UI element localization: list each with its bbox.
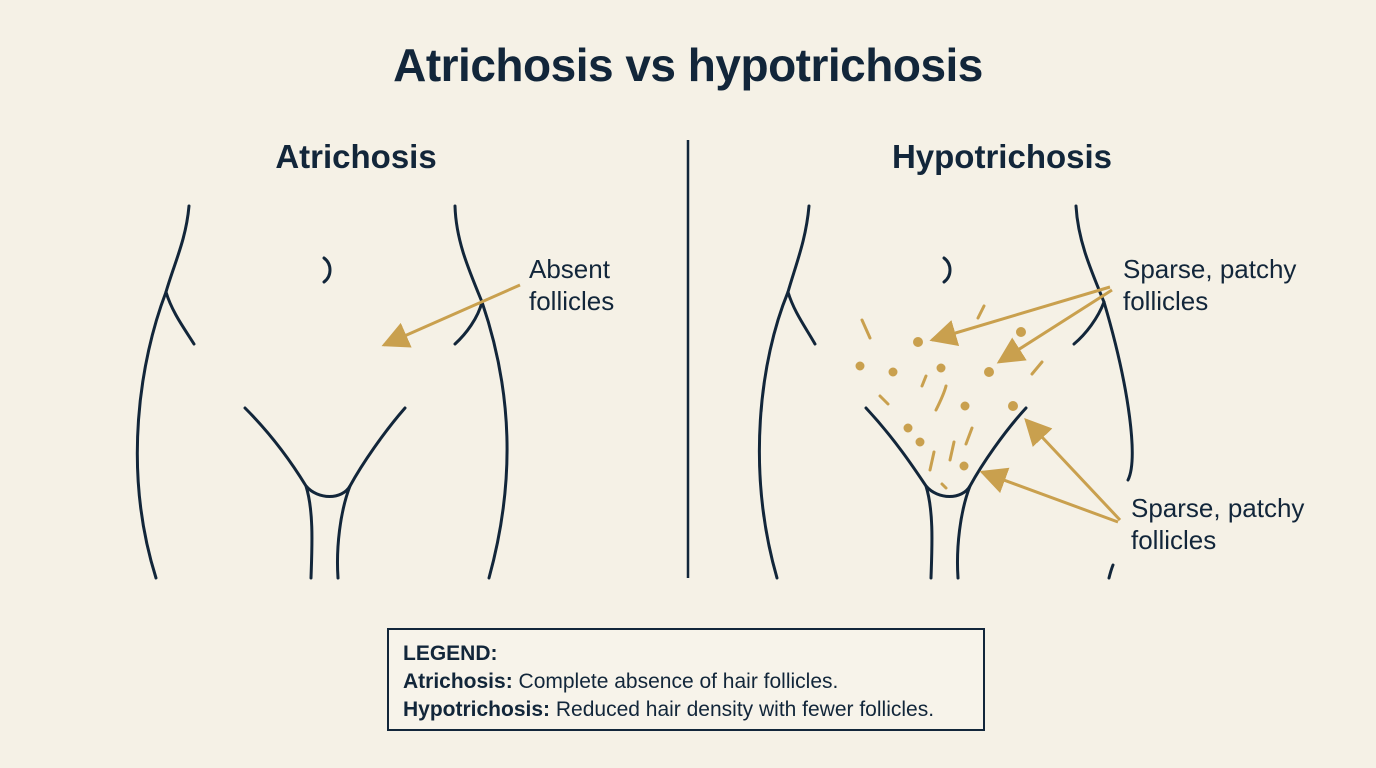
callout-line: follicles (1131, 525, 1217, 555)
right-inner-thigh-left (924, 484, 934, 580)
callout-sparse-patchy-bottom: Sparse, patchy follicles (1131, 492, 1361, 556)
follicle-dot (936, 363, 946, 373)
follicle-dash (940, 482, 948, 490)
arrow-sparse-bottom-1 (1024, 418, 1122, 522)
legend-description: Complete absence of hair follicles. (512, 670, 839, 693)
left-navel (322, 256, 332, 284)
follicle-dot (888, 367, 898, 377)
follicle-dot (984, 367, 994, 377)
callout-line: Sparse, patchy (1123, 254, 1297, 284)
legend-heading: LEGEND: (403, 642, 498, 665)
follicle-dash (948, 440, 956, 462)
diagram-title: Atrichosis vs hypotrichosis (393, 39, 983, 91)
follicle-dash (964, 426, 974, 446)
callout-absent-follicles: Absent follicles (529, 253, 679, 317)
right-navel (942, 256, 952, 284)
left-hip-curve-right (453, 300, 484, 346)
left-groin (243, 406, 407, 498)
callout-line: Sparse, patchy (1131, 493, 1305, 523)
legend-box: LEGEND: Atrichosis: Complete absence of … (387, 628, 985, 731)
follicle-dot (915, 437, 925, 447)
callout-arrows-right (929, 285, 1122, 524)
arrow-absent-follicles (381, 283, 521, 348)
follicle-dash (920, 374, 928, 388)
right-groin (864, 406, 1028, 498)
follicle-dot (913, 337, 923, 347)
legend-term: Atrichosis: (403, 670, 513, 693)
follicle-dash (860, 318, 872, 340)
legend-item: Atrichosis: Complete absence of hair fol… (403, 668, 969, 696)
legend-description: Reduced hair density with fewer follicle… (550, 698, 935, 721)
right-waist-outer-right (1074, 204, 1134, 482)
left-hip-curve-left (164, 290, 196, 346)
follicle-dot (903, 423, 913, 433)
follicle-dot (855, 361, 865, 371)
left-inner-thigh-left (304, 484, 314, 580)
right-hip-curve-right (1072, 300, 1106, 346)
right-inner-thigh-right (956, 484, 972, 580)
follicle-dash (976, 304, 986, 320)
panel-title-atrichosis: Atrichosis (275, 138, 437, 175)
left-waist-outer-right (453, 204, 509, 580)
follicle-dash (878, 394, 890, 406)
follicle-dash (928, 450, 936, 472)
callout-line: Absent (529, 254, 610, 284)
callout-sparse-patchy-top: Sparse, patchy follicles (1123, 253, 1353, 317)
legend-item: Hypotrichosis: Reduced hair density with… (403, 696, 969, 724)
follicle-dash (934, 384, 948, 412)
arrow-sparse-bottom-2 (979, 467, 1119, 524)
callout-line: follicles (1123, 286, 1209, 316)
figure-atrichosis (135, 204, 509, 580)
left-waist-outer-left (135, 204, 191, 580)
follicle-dash (1030, 360, 1044, 376)
arrow-sparse-top-2 (996, 288, 1113, 364)
right-waist-outer-left (757, 204, 811, 580)
follicle-dot (1008, 401, 1018, 411)
right-hip-curve-left (786, 290, 817, 346)
arrow-sparse-top-1 (929, 285, 1111, 347)
panel-title-hypotrichosis: Hypotrichosis (891, 138, 1113, 175)
follicle-dot (1016, 327, 1026, 337)
follicle-dot (960, 401, 970, 411)
figure-hypotrichosis (757, 204, 1134, 580)
right-waist-outer-right-tail (1107, 563, 1115, 580)
left-inner-thigh-right (336, 484, 352, 580)
sparse-follicles (855, 304, 1044, 490)
legend-term: Hypotrichosis: (403, 698, 551, 721)
follicle-dot (959, 461, 969, 471)
callout-line: follicles (529, 286, 615, 316)
